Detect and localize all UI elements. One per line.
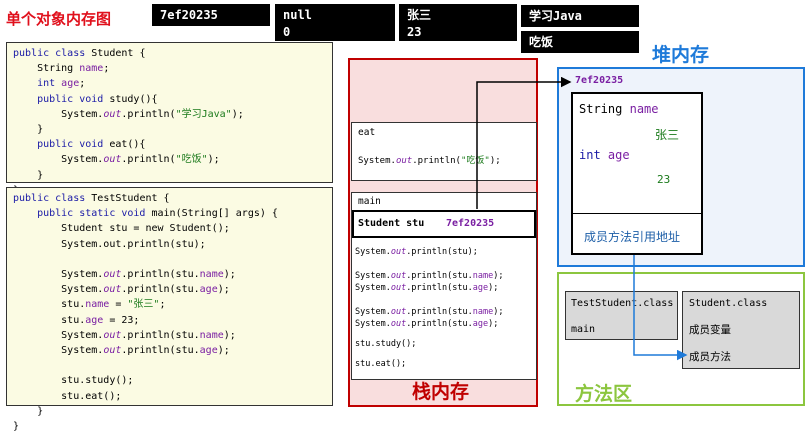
object-divider	[573, 213, 701, 214]
code-line: public void study(){	[13, 93, 158, 105]
method-reference-address: 成员方法引用地址	[584, 230, 681, 244]
heap-memory-label: 堆内存	[652, 44, 710, 66]
code-line: stu.name = "张三";	[13, 299, 166, 311]
code-line: public class Student {	[13, 48, 146, 59]
code-line: int age;	[13, 78, 86, 90]
main-frame: main Student stu 7ef20235 System.out.pri…	[351, 192, 537, 380]
member-variables-label: 成员变量	[689, 324, 731, 336]
field-name-value: 张三	[655, 128, 680, 142]
code-line: stu.age = 23;	[13, 314, 140, 326]
diagram-title: 单个对象内存图	[6, 10, 112, 28]
header-default-name: null	[283, 8, 312, 22]
statement: System.out.println(stu.age);	[355, 319, 499, 329]
test-student-class-name: TestStudent.class	[571, 298, 674, 309]
student-class-box: Student.class 成员变量 成员方法	[682, 291, 800, 369]
test-student-class-box: TestStudent.class main	[565, 291, 678, 340]
heap-object-address: 7ef20235	[575, 75, 624, 86]
header-default-box: null 0	[275, 4, 395, 41]
header-set-age: 23	[407, 25, 422, 39]
statement: System.out.println(stu);	[355, 247, 478, 257]
eat-frame-line: System.out.println("吃饭");	[358, 156, 501, 166]
code-line: System.out.println("学习Java");	[13, 108, 244, 120]
field-age-decl: int age	[579, 148, 630, 162]
statement: System.out.println(stu.age);	[355, 283, 499, 293]
header-set-name: 张三	[407, 8, 432, 22]
student-class-name: Student.class	[689, 298, 768, 309]
code-line: public static void main(String[] args) {	[13, 208, 278, 220]
statement: System.out.println(stu.name);	[355, 307, 504, 317]
code-line: stu.study();	[13, 375, 134, 387]
code-line: }	[13, 124, 44, 136]
header-address-box: 7ef20235	[152, 4, 270, 26]
statement: System.out.println(stu.name);	[355, 271, 504, 281]
code-line: public class TestStudent {	[13, 193, 170, 204]
header-eat-output: 吃饭	[529, 35, 554, 49]
code-line: String name;	[13, 63, 110, 75]
code-line: System.out.println(stu.age);	[13, 284, 230, 296]
code-line: public void eat(){	[13, 139, 146, 151]
stu-variable-box: Student stu 7ef20235	[352, 210, 536, 238]
code-line: System.out.println(stu.age);	[13, 345, 230, 357]
field-name-decl: String name	[579, 102, 659, 116]
header-study-box: 学习Java	[521, 5, 639, 27]
test-student-main-method: main	[571, 324, 596, 335]
stack-memory-label: 栈内存	[412, 381, 470, 403]
method-reference-arrow	[633, 255, 688, 361]
stu-variable-decl: Student stu	[358, 218, 425, 229]
eat-frame-name: eat	[358, 127, 376, 138]
connector-overlay	[476, 76, 688, 361]
stu-reference-arrow	[476, 76, 572, 209]
code-line: stu.eat();	[13, 390, 122, 402]
code-line: Student stu = new Student();	[13, 223, 230, 235]
member-methods-label: 成员方法	[689, 351, 731, 363]
field-age-value: 23	[657, 173, 671, 186]
code-line: System.out.println(stu);	[13, 238, 206, 250]
method-area-label: 方法区	[575, 383, 633, 405]
code-line: System.out.println(stu.name);	[13, 329, 236, 341]
eat-frame: eat System.out.println("吃饭");	[351, 122, 537, 181]
main-frame-statements: System.out.println(stu); System.out.print…	[355, 246, 503, 370]
code-line: }	[13, 169, 44, 181]
main-frame-name: main	[358, 196, 381, 207]
header-eat-box: 吃饭	[521, 31, 639, 53]
statement: stu.study();	[355, 339, 417, 349]
test-student-class-code: public class TestStudent { public static…	[6, 187, 333, 432]
code-line: System.out.println("吃饭");	[13, 154, 220, 166]
header-address: 7ef20235	[160, 8, 218, 22]
stu-variable-value: 7ef20235	[446, 218, 495, 229]
code-line: System.out.println(stu.name);	[13, 269, 236, 281]
header-default-age: 0	[283, 25, 291, 39]
header-set-box: 张三 23	[399, 4, 517, 41]
student-object: String name 张三 int age 23 成员方法引用地址	[571, 92, 703, 255]
student-class-code: public class Student { String name; int …	[6, 42, 333, 196]
header-study-output: 学习Java	[529, 9, 582, 23]
code-line: }	[13, 421, 20, 433]
statement: stu.eat();	[355, 359, 407, 369]
